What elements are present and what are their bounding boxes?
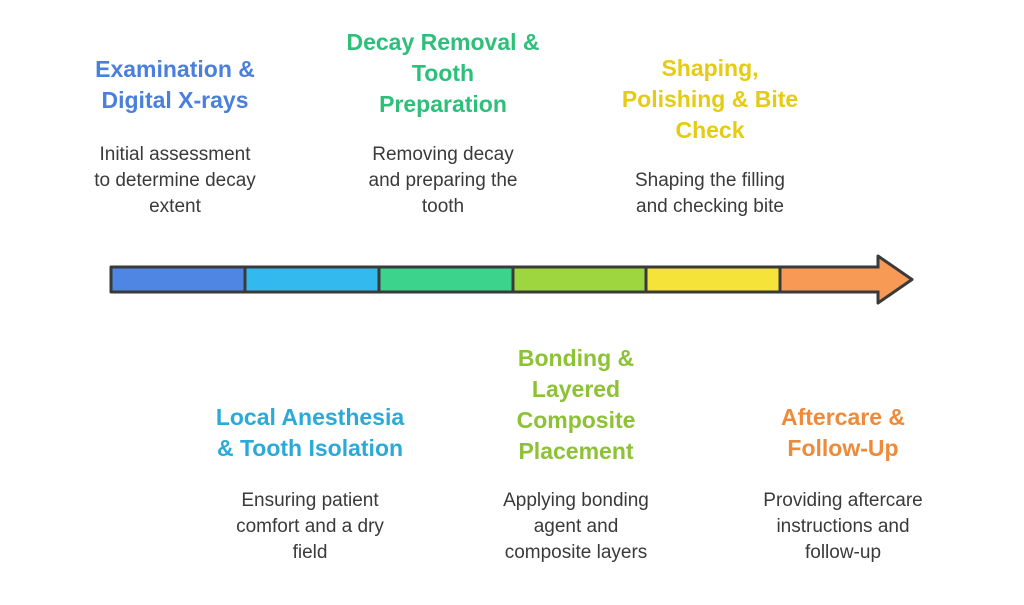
step-title-line: Decay Removal & — [346, 29, 540, 55]
timeline-segment-4 — [511, 265, 649, 294]
step-title-line: Local Anesthesia — [215, 404, 405, 430]
step-description-line: tooth — [421, 196, 465, 217]
step-description-line: Providing aftercare — [763, 490, 923, 511]
step-description-line: comfort and a dry — [236, 516, 384, 537]
timeline-segment-6 — [778, 265, 882, 294]
step-title-line: Check — [675, 117, 745, 143]
step-description: Removing decay and preparing the tooth — [333, 142, 553, 220]
step-description-line: Applying bonding — [503, 490, 649, 511]
step-title-line: Digital X-rays — [101, 87, 249, 113]
timeline-segment-5 — [644, 265, 782, 294]
step-description: Initial assessment to determine decay exte… — [65, 142, 285, 220]
step-title-line: Shaping, — [661, 55, 759, 81]
step-description-line: composite layers — [504, 542, 648, 563]
step-title-line: Placement — [518, 438, 634, 464]
step-title-line: Examination & — [95, 56, 255, 82]
step-title-line: Preparation — [379, 91, 507, 117]
timeline-segment-2 — [243, 265, 381, 294]
timeline-segment-3 — [377, 265, 515, 294]
step-description-line: Initial assessment — [99, 144, 251, 165]
step-title-line: Tooth — [411, 60, 475, 86]
timeline-segment-1 — [109, 265, 247, 294]
step-description: Shaping the filling and checking bite — [600, 168, 820, 220]
step-description-line: Shaping the filling — [635, 170, 785, 191]
step-description-line: Ensuring patient — [241, 490, 379, 511]
step-description-line: follow-up — [804, 542, 882, 563]
step-description-line: extent — [149, 196, 201, 217]
step-title-line: Layered — [531, 376, 621, 402]
arrow-joint — [876, 268, 882, 291]
step-title-line: Aftercare & — [781, 404, 905, 430]
step-title: Aftercare & Follow-Up — [733, 402, 953, 464]
step-description-line: instructions and — [776, 516, 910, 537]
step-title-line: Bonding & — [517, 345, 635, 371]
step-description-line: Removing decay — [372, 144, 514, 165]
step-title-line: Composite — [516, 407, 636, 433]
step-description-line: agent and — [533, 516, 619, 537]
step-description-line: to determine decay — [94, 170, 256, 191]
step-description-line: and preparing the — [368, 170, 518, 191]
step-title: Examination & Digital X-rays — [65, 54, 285, 116]
step-description: Providing aftercare instructions and follo… — [733, 488, 953, 566]
step-description-line: and checking bite — [636, 196, 784, 217]
step-title: Local Anesthesia & Tooth Isolation — [200, 402, 420, 464]
arrow-head — [876, 254, 914, 305]
step-title-line: & Tooth Isolation — [216, 435, 404, 461]
step-title-line: Follow-Up — [787, 435, 899, 461]
step-title-line: Polishing & Bite — [621, 86, 799, 112]
step-description: Applying bonding agent and composite layer… — [466, 488, 686, 566]
step-description: Ensuring patient comfort and a dry field — [200, 488, 420, 566]
step-description-line: field — [292, 542, 328, 563]
